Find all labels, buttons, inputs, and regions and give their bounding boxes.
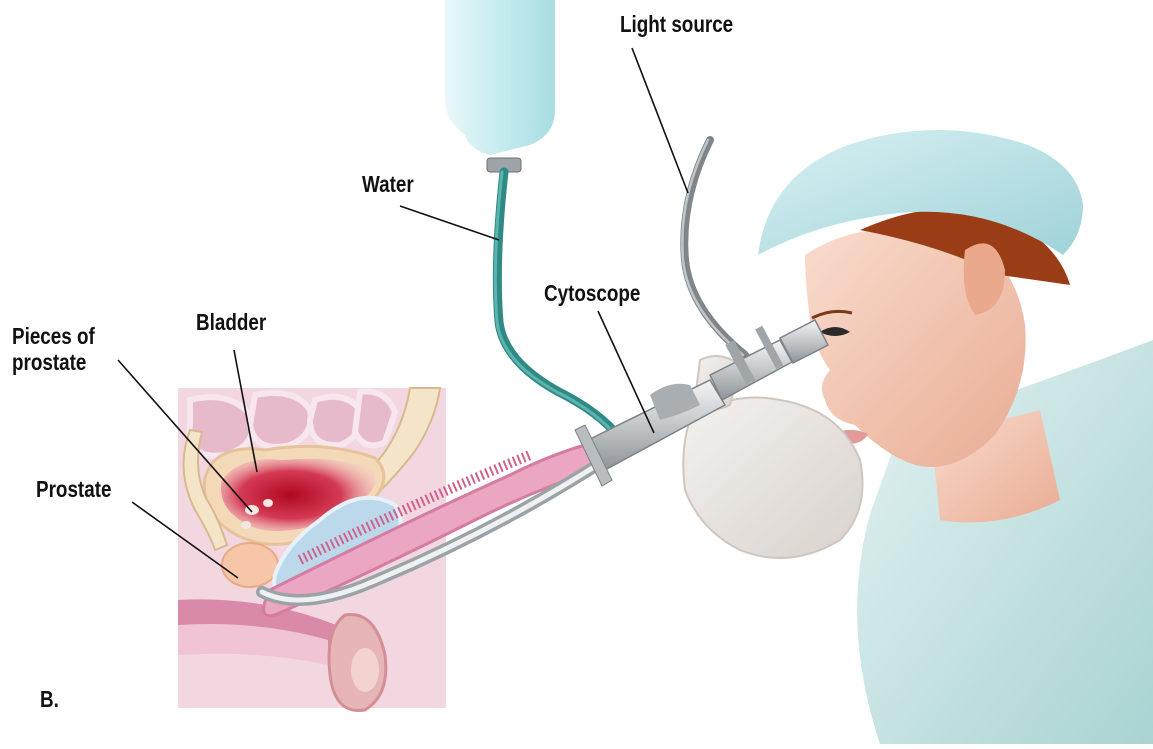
water-bag — [445, 0, 555, 155]
label-bladder: Bladder — [196, 309, 266, 335]
leader-cytoscope — [598, 311, 654, 433]
leader-water — [400, 206, 499, 240]
irrigation-bag — [445, 0, 555, 172]
prostate — [222, 543, 278, 587]
panel-label: B. — [40, 686, 59, 712]
label-cytoscope: Cytoscope — [544, 280, 640, 306]
intestine-loop — [355, 391, 395, 445]
label-pieces-of-prostate: Pieces of prostate — [12, 323, 95, 375]
gloved-hand — [683, 398, 862, 559]
label-light-source: Light source — [620, 11, 733, 37]
leader-light-source — [632, 48, 688, 193]
label-prostate: Prostate — [36, 476, 111, 502]
testis — [351, 648, 379, 692]
surgeon — [683, 130, 1153, 744]
prostate-piece — [263, 499, 273, 507]
label-water: Water — [362, 171, 414, 197]
intestine-loop — [250, 393, 311, 447]
scope-eyepiece-tube — [710, 340, 792, 400]
prostate-piece — [241, 521, 251, 529]
intestine-loop — [310, 397, 361, 445]
